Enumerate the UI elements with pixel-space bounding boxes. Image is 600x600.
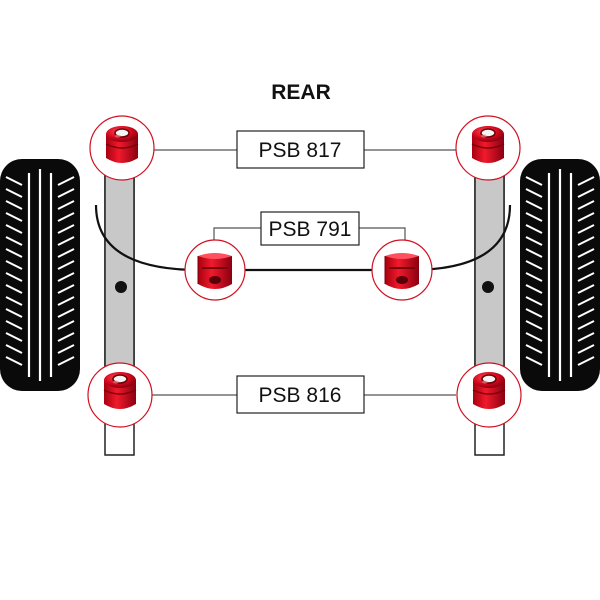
page-title: REAR <box>271 81 331 104</box>
leader-lines <box>152 149 456 396</box>
label-psb-816: PSB 816 <box>236 375 365 414</box>
bushing-icon-bottom-right <box>456 362 522 428</box>
anti-roll-bar-bushing-icon-left <box>184 239 246 301</box>
pivot-bolt-right <box>482 281 494 293</box>
label-psb-791: PSB 791 <box>260 211 360 246</box>
bushing-icon-top-right <box>455 115 521 181</box>
label-psb-817: PSB 817 <box>236 130 365 169</box>
svg-text:PSB 816: PSB 816 <box>259 384 342 407</box>
svg-text:PSB 791: PSB 791 <box>269 218 352 241</box>
bushing-icon-top-left <box>89 115 155 181</box>
tyre-icon-right <box>518 157 600 393</box>
pivot-bolt-left <box>115 281 127 293</box>
anti-roll-bar <box>94 204 512 272</box>
anti-roll-bar-bushing-icon-right <box>371 239 433 301</box>
bushing-icon-bottom-left <box>87 362 153 428</box>
svg-text:PSB 817: PSB 817 <box>259 139 342 162</box>
tyre-icon-left <box>0 157 82 393</box>
